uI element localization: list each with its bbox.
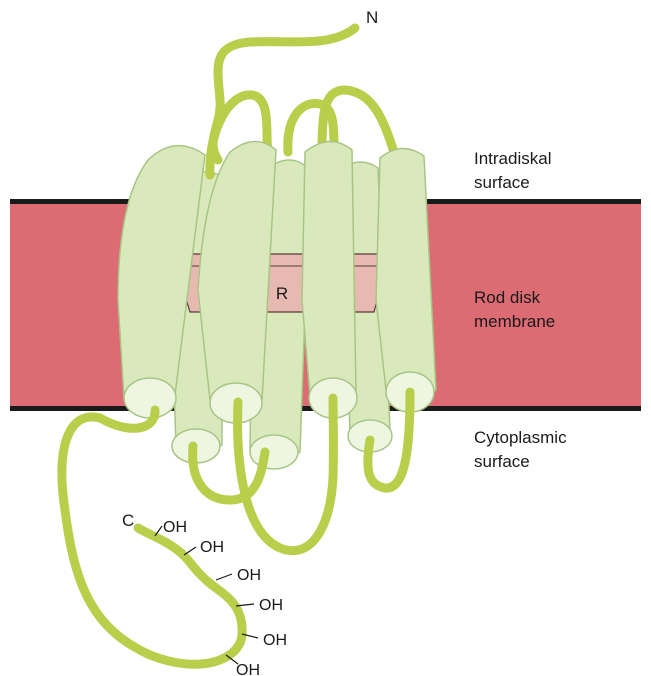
helix-7 [376,148,436,401]
oh-label-4: OH [259,597,283,614]
membrane-label-line1: Rod disk [474,288,541,307]
oh-label-6: OH [236,662,260,676]
c-terminus-label: C [122,511,134,530]
retinal-label: R [276,284,288,303]
helix-5 [302,141,356,406]
n-terminus-label: N [366,8,378,27]
oh-label-5: OH [263,632,287,649]
oh-label-3: OH [237,567,261,584]
cap-helix-4 [250,435,298,469]
cytoplasmic-label-line1: Cytoplasmic [474,428,567,447]
cytoplasmic-label-line2: surface [474,452,530,471]
oh-label-1: OH [163,519,187,536]
intradiskal-label-line1: Intradiskal [474,149,551,168]
cap-helix-1 [124,378,176,418]
oh-label-2: OH [200,539,224,556]
membrane-label-line2: membrane [474,312,555,331]
intradiskal-label-line2: surface [474,173,530,192]
